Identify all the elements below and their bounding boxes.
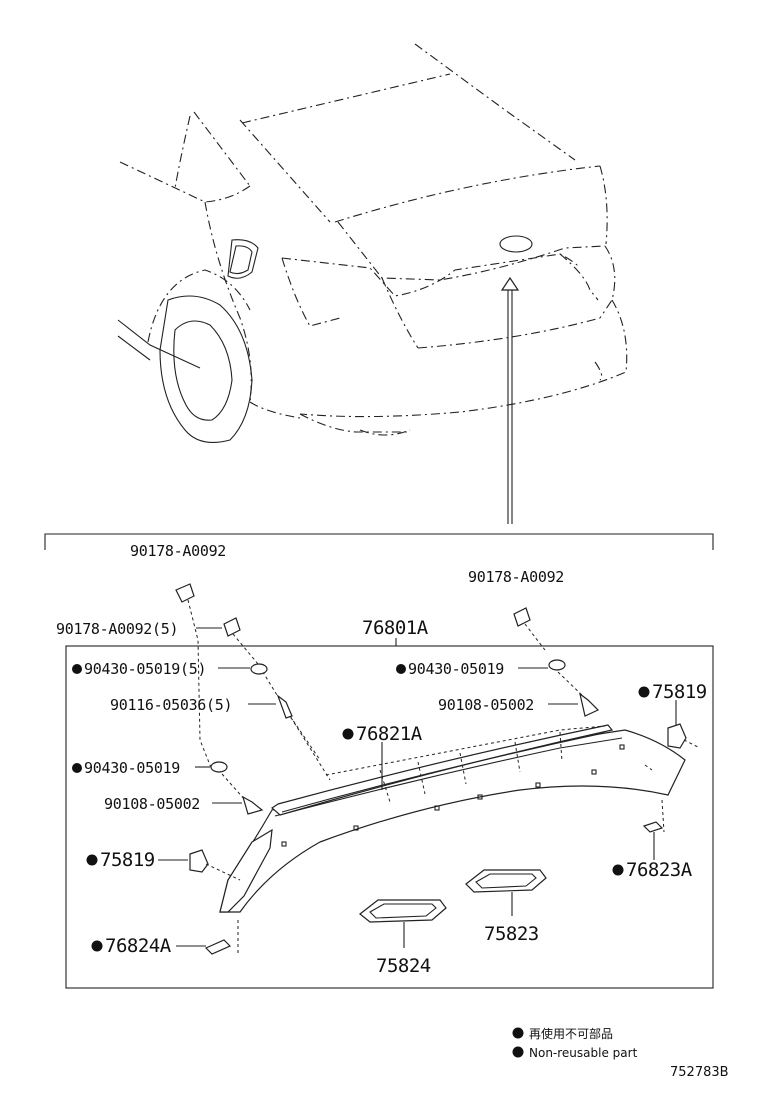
screw-right: [579, 692, 600, 717]
label-clip-qty: 90178-A0092(5): [56, 620, 178, 638]
clip-75819-right-part: [667, 723, 701, 749]
label-nut-left: 90430-05019: [84, 759, 180, 777]
non-reusable-marker: [396, 664, 406, 674]
non-reusable-marker: [638, 686, 650, 698]
emblem-75824: [359, 899, 447, 923]
label-clip-75819-right: 75819: [652, 681, 707, 703]
clip-top-right: [513, 607, 546, 651]
non-reusable-marker: [612, 864, 624, 876]
non-reusable-marker: [86, 854, 98, 866]
label-nut-qty: 90430-05019(5): [84, 660, 206, 678]
label-bolt-qty: 90116-05036(5): [110, 696, 232, 714]
label-clip-75819-left: 75819: [100, 849, 155, 871]
label-assembly: 76801A: [362, 617, 429, 639]
emblem-75823: [465, 869, 547, 893]
label-emblem-right: 75823: [484, 923, 539, 945]
tape-76823A: [642, 799, 665, 833]
nut-left-lower: [210, 761, 246, 801]
label-emblem-left: 75824: [376, 955, 431, 977]
legend-marker-jp: [512, 1027, 524, 1039]
legend-marker-en: [512, 1046, 524, 1058]
tape-76824A: [204, 920, 239, 956]
label-tape-left: 76824A: [105, 935, 172, 957]
legend-en: Non-reusable part: [529, 1046, 638, 1060]
legend: 再使用不可部品 Non-reusable part: [512, 1026, 638, 1060]
label-screw-right: 90108-05002: [438, 696, 534, 714]
figure-code: 752783B: [670, 1065, 729, 1080]
non-reusable-marker: [72, 763, 82, 773]
grouping-bracket: [44, 533, 714, 550]
assembly-box: [65, 645, 714, 989]
leader-lines: [158, 627, 677, 948]
back-door-garnish-panel: [219, 724, 686, 913]
label-nut-right: 90430-05019: [408, 660, 504, 678]
label-garnish: 76821A: [356, 723, 423, 745]
label-screw-left: 90108-05002: [104, 795, 200, 813]
legend-jp: 再使用不可部品: [529, 1026, 613, 1041]
clip-75819-left-part: [189, 849, 241, 881]
label-tape-right: 76823A: [626, 859, 693, 881]
non-reusable-marker: [91, 940, 103, 952]
label-top-right-clip: 90178-A0092: [468, 568, 564, 586]
part-labels: 90178-A0092 90178-A0092 90178-A0092(5) 7…: [56, 542, 707, 977]
clip-top-left: [175, 583, 213, 771]
bolt-left-upper: [276, 694, 321, 761]
non-reusable-marker: [72, 664, 82, 674]
nut-right-upper: [548, 659, 586, 699]
non-reusable-marker: [342, 728, 354, 740]
nut-left-upper: [250, 663, 268, 675]
label-top-left-clip: 90178-A0092: [130, 542, 226, 560]
screw-left: [242, 795, 264, 815]
car-rear-illustration: [117, 43, 628, 524]
clip-mid-left: [223, 617, 331, 781]
